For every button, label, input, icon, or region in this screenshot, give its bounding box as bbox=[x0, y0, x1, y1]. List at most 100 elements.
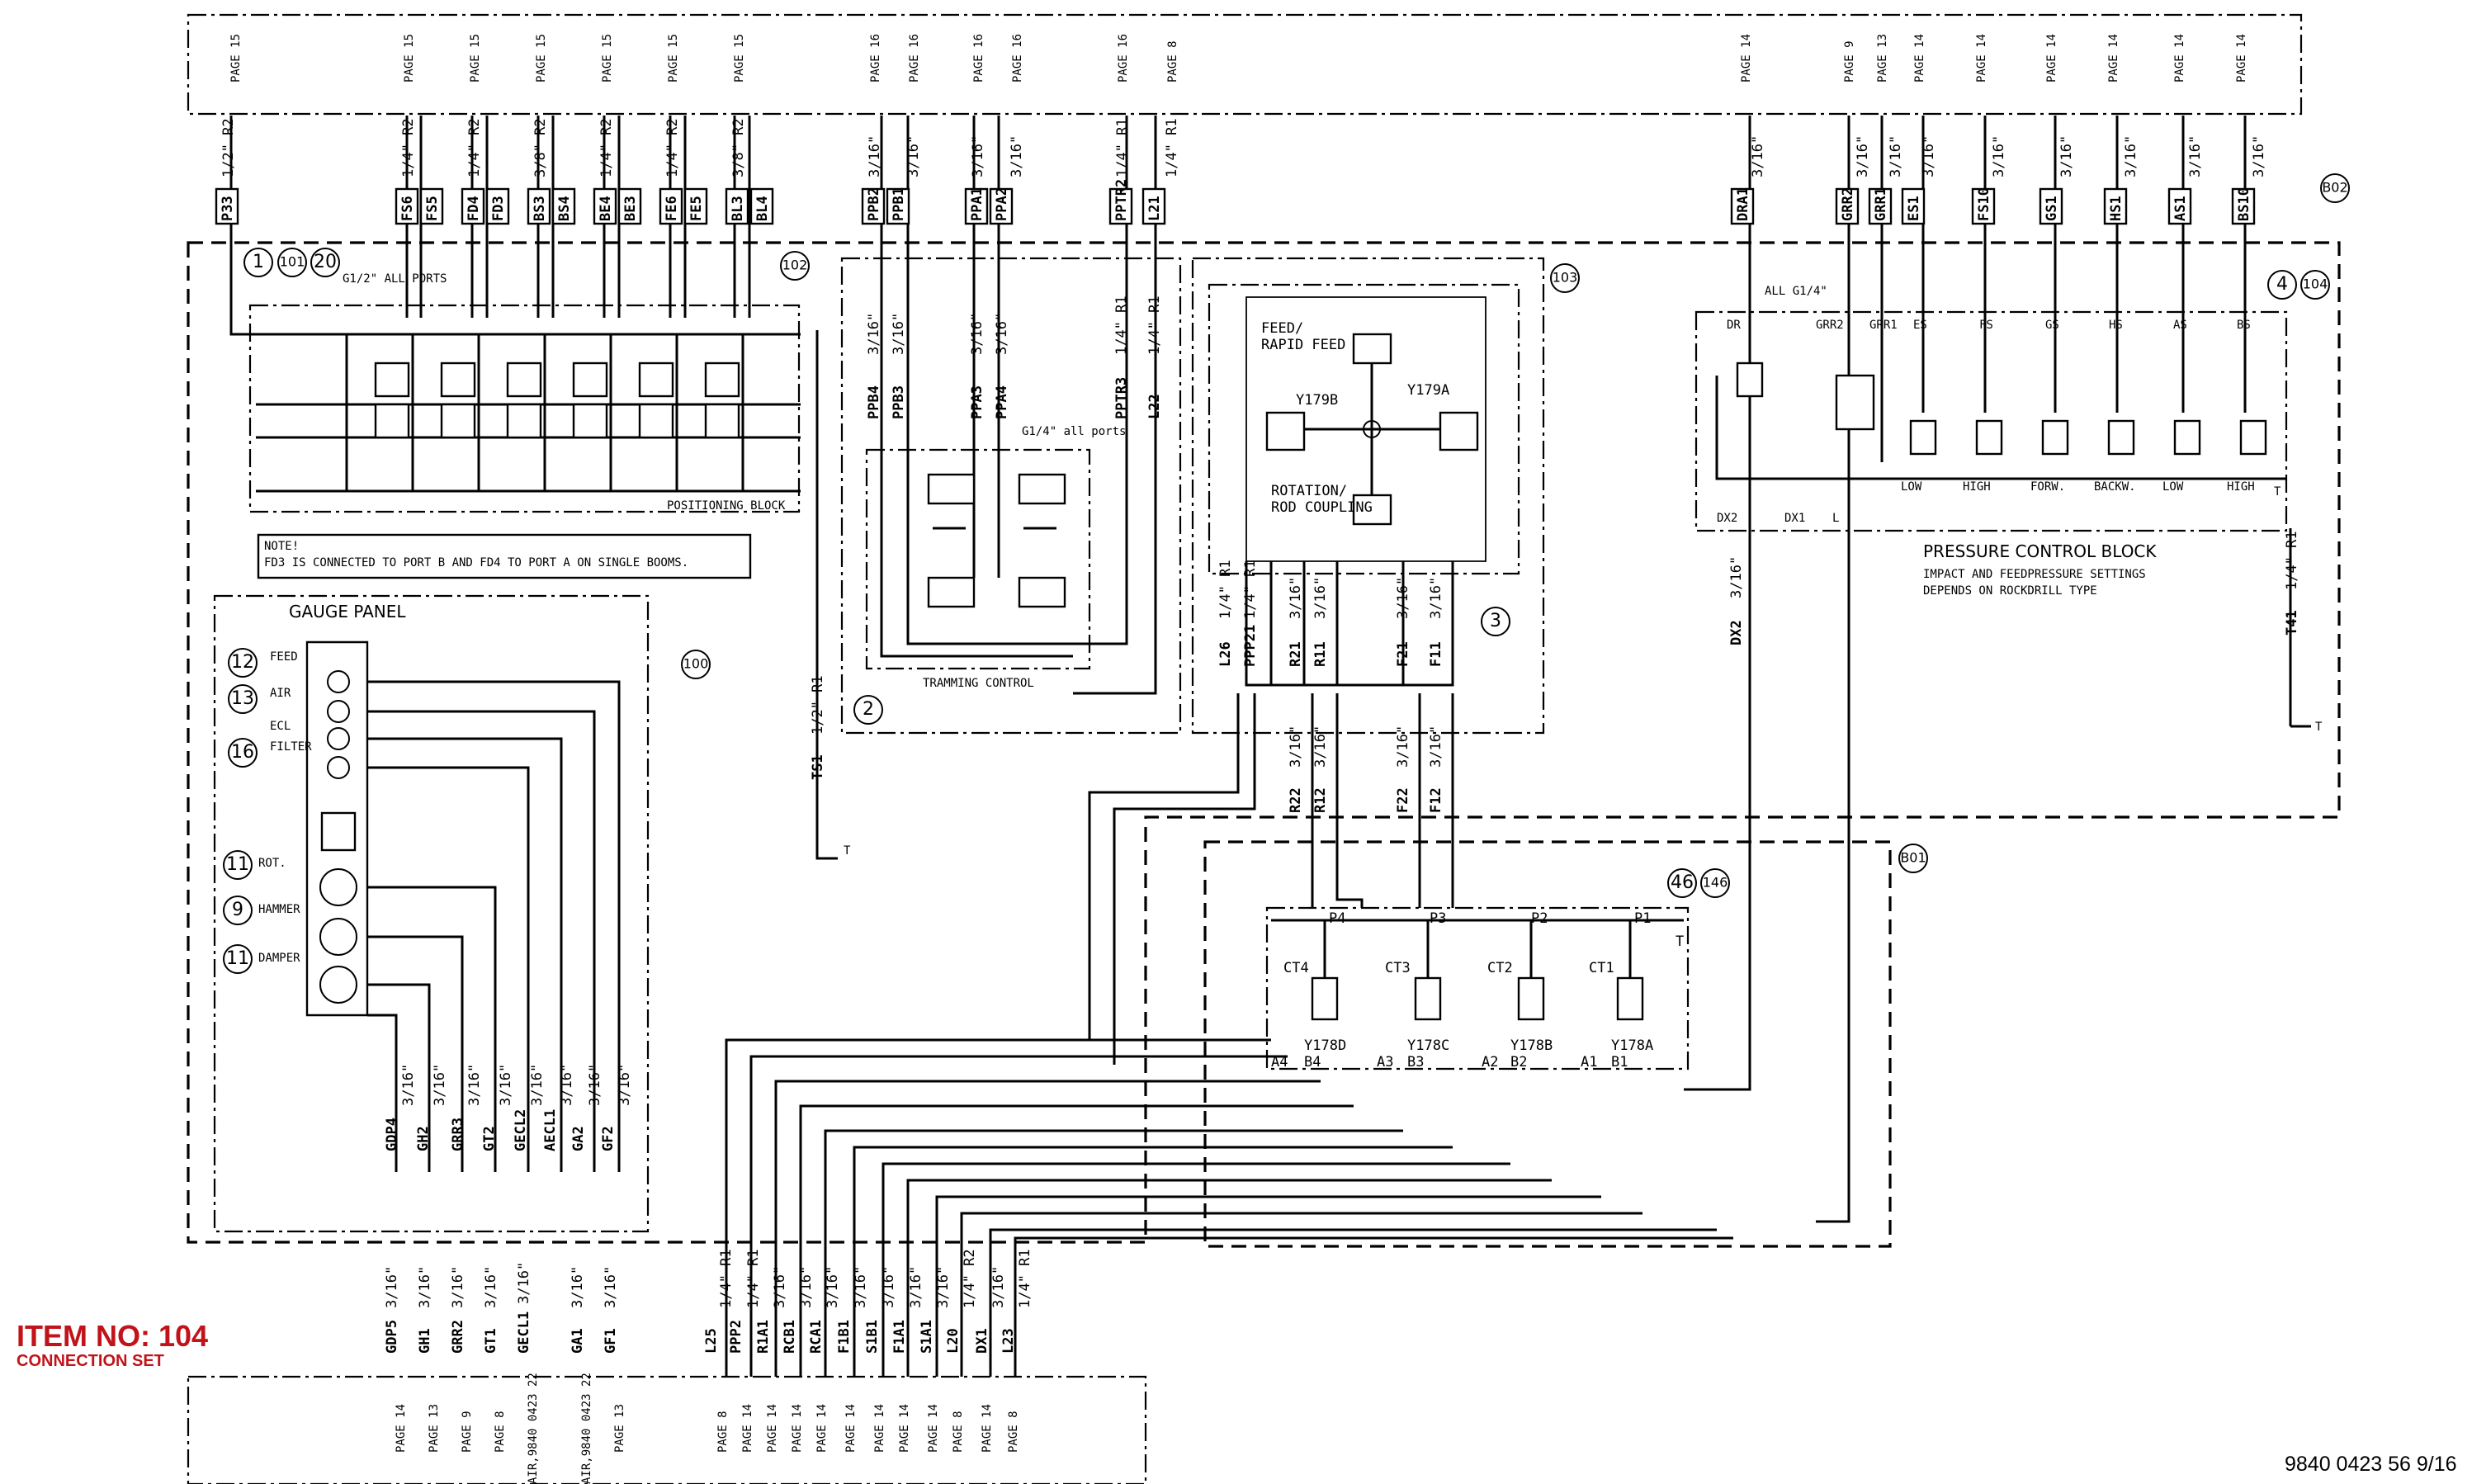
connector-label: TS1 bbox=[810, 754, 826, 780]
connector-label: S1B1 bbox=[864, 1320, 881, 1354]
callout-text: B01 bbox=[1900, 850, 1926, 866]
connector-size: 3/16" bbox=[516, 1262, 532, 1304]
connector-label: PPB2 bbox=[866, 187, 882, 221]
connector-label: PPB1 bbox=[891, 187, 907, 221]
top-frame bbox=[187, 13, 2303, 116]
connector-size: 3/16" bbox=[2187, 135, 2204, 177]
connector-size: 1/4" R1 bbox=[1017, 1249, 1033, 1308]
connector-label: L23 bbox=[1000, 1328, 1017, 1354]
connector-label: R22 bbox=[1288, 787, 1304, 813]
connector-size: 3/16" bbox=[1428, 725, 1444, 768]
connector-size: 3/16" bbox=[970, 135, 986, 177]
connector-size: 3/16" bbox=[466, 1064, 483, 1106]
coil-y179a: Y179A bbox=[1407, 382, 1449, 399]
tramming-block-frame bbox=[840, 257, 1182, 735]
connector-size: 1/2" R2 bbox=[220, 118, 237, 177]
setting-label: HIGH bbox=[1963, 480, 1991, 494]
connector-label: FS10 bbox=[1976, 187, 1992, 221]
connector-label: PPP2 bbox=[728, 1320, 744, 1354]
callout-text: 146 bbox=[1703, 875, 1728, 891]
connector-label: P33 bbox=[220, 196, 236, 221]
connector-page: PAGE 16 bbox=[1117, 34, 1130, 83]
feed-valve-frame bbox=[1208, 283, 1520, 575]
connector-page: PAGE 15 bbox=[601, 34, 614, 83]
bottom-routing bbox=[725, 545, 1850, 1377]
callout-text: 9 bbox=[232, 900, 243, 920]
pressure-control-frame bbox=[1694, 310, 2288, 532]
connector-page: PAGE 8 bbox=[952, 1411, 965, 1453]
connector-size: 3/16" bbox=[2251, 135, 2267, 177]
callout-text: 46 bbox=[1671, 872, 1694, 893]
callout-text: 16 bbox=[231, 742, 254, 763]
connector-label: GF1 bbox=[603, 1328, 619, 1354]
coil-label: Y178D bbox=[1304, 1037, 1346, 1054]
tank-label: T bbox=[844, 844, 851, 858]
connector-size: 3/16" bbox=[1888, 135, 1904, 177]
port-label: GRR1 bbox=[1869, 319, 1898, 332]
connector-size: 1/4" R1 bbox=[1164, 118, 1180, 177]
gauge-labels: FEED AIR ECL FILTER ROT. HAMMER DAMPER bbox=[258, 650, 312, 965]
connector-label: L25 bbox=[703, 1328, 720, 1354]
connector-label: DX1 bbox=[974, 1328, 990, 1354]
port-label: BS bbox=[2237, 319, 2251, 332]
connector-page: PAGE 14 bbox=[873, 1404, 886, 1453]
connector-size: 3/16" bbox=[1750, 135, 1766, 177]
connector-label: AS1 bbox=[2172, 196, 2189, 221]
connector-page: PAGE 13 bbox=[1876, 34, 1889, 83]
pressure-settings: LOW HIGH FORW. BACKW. LOW HIGH bbox=[1901, 480, 2255, 494]
valve-port: B1 bbox=[1611, 1054, 1628, 1070]
connector-label: GRR2 bbox=[450, 1320, 466, 1354]
connector-page: PAGE 8 bbox=[1166, 40, 1179, 83]
connector-label: F22 bbox=[1395, 787, 1411, 813]
connector-label: FS6 bbox=[399, 196, 416, 221]
connector-page: PAGE 14 bbox=[981, 1404, 994, 1453]
port-label: FS bbox=[1979, 319, 1993, 332]
connector-page: PAGE 15 bbox=[667, 34, 680, 83]
connector-size: 1/4" R2 bbox=[466, 118, 483, 177]
coil-label: Y178C bbox=[1407, 1037, 1449, 1054]
setting-label: BACKW. bbox=[2094, 480, 2136, 494]
cartridge-label: CT3 bbox=[1385, 960, 1411, 976]
connector-size: 3/16" bbox=[400, 1064, 417, 1106]
connector-page: PAGE 16 bbox=[972, 34, 985, 83]
valve-port: B2 bbox=[1510, 1054, 1527, 1070]
connector-page: PAGE 15 bbox=[229, 34, 243, 83]
port-label: L bbox=[1832, 512, 1839, 525]
port-label: HS bbox=[2109, 319, 2123, 332]
connector-size: 3/16" bbox=[617, 1064, 633, 1106]
setting-label: LOW bbox=[2162, 480, 2184, 494]
valve-port: A2 bbox=[1482, 1054, 1498, 1070]
tramming-valve-frame bbox=[865, 448, 1091, 670]
connector-label: DX2 bbox=[1728, 620, 1745, 645]
connector-label: T41 bbox=[2284, 610, 2300, 636]
connector-size: 3/16" bbox=[1312, 725, 1329, 768]
callout-text: 104 bbox=[2303, 276, 2328, 292]
item-stamp: ITEM NO: 104 CONNECTION SET bbox=[17, 1321, 208, 1371]
callout-text: 1 bbox=[253, 252, 264, 272]
port-label: AS bbox=[2173, 319, 2187, 332]
connector-size: 3/16" bbox=[1921, 135, 1937, 177]
gauge-label: ROT. bbox=[258, 857, 286, 870]
connector-label: ES1 bbox=[1906, 196, 1922, 221]
connector-size: 1/2" R1 bbox=[810, 675, 826, 735]
coil-label: Y178A bbox=[1611, 1037, 1653, 1054]
connector-label: GA1 bbox=[570, 1328, 586, 1354]
connector-size: 3/16" bbox=[891, 313, 907, 355]
connector-size: 3/16" bbox=[603, 1266, 619, 1308]
connector-label: GECL1 bbox=[516, 1311, 532, 1354]
connector-size: 3/16" bbox=[1288, 725, 1304, 768]
connector-size: 3/16" bbox=[450, 1266, 466, 1308]
connector-label: FE6 bbox=[664, 196, 680, 221]
connector-page: PAGE 8 bbox=[494, 1411, 507, 1453]
valve-tank-port: T bbox=[1676, 933, 1684, 950]
gauge-panel bbox=[305, 640, 621, 1172]
cartridge-label: CT2 bbox=[1487, 960, 1513, 976]
connector-page: PAGE 14 bbox=[395, 1404, 408, 1453]
connector-size: 1/4" R1 bbox=[1217, 560, 1234, 619]
gauge-panel-frame bbox=[213, 594, 650, 1233]
valve-port: B3 bbox=[1407, 1054, 1424, 1070]
connector-page: PAGE 15 bbox=[469, 34, 482, 83]
bottom-frame bbox=[187, 1375, 1147, 1484]
gauge-label: ECL bbox=[270, 720, 291, 733]
